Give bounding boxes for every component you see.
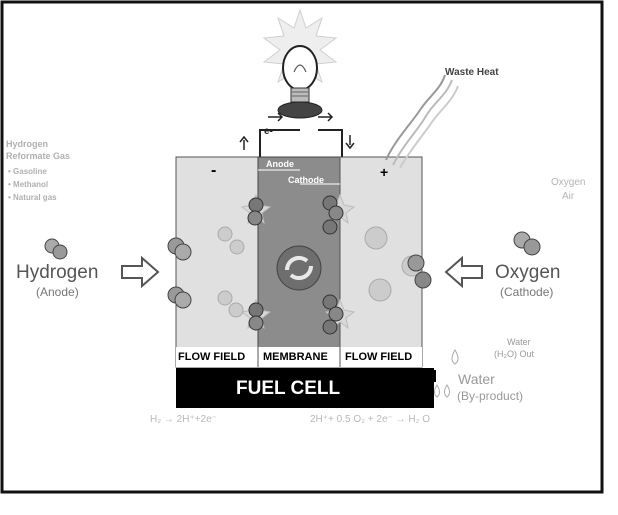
electron-flow-arrow-left (268, 112, 284, 122)
oxygen-air-line-2: Air (562, 191, 575, 202)
waste-heat-label: Waste Heat (445, 67, 499, 78)
cathode-equation: 2H⁺+ 0.5 O₂ + 2e⁻ → H₂ O (310, 414, 431, 425)
hydrogen-sublabel: (Anode) (36, 285, 79, 299)
label-band (176, 347, 422, 367)
negative-terminal-label: - (211, 162, 217, 179)
oxygen-molecule-icon (513, 231, 541, 256)
water-out-line-1: Water (507, 337, 531, 347)
current-up-arrow (239, 135, 249, 150)
cathode-oxygen-molecules-icon (322, 195, 432, 335)
light-bulb-icon (262, 8, 338, 119)
hydrogen-label: Hydrogen (16, 262, 99, 283)
anode-tag: Anode (266, 159, 294, 169)
fuel-cell-base (176, 368, 434, 408)
hydrogen-molecule-icon (44, 238, 68, 260)
reformate-title-line-1: Hydrogen (6, 139, 49, 149)
electron-label: e- (264, 126, 273, 137)
flow-field-right-label: FLOW FIELD (345, 351, 413, 363)
flow-field-left-label: FLOW FIELD (178, 351, 246, 363)
positive-terminal-label: + (380, 164, 389, 180)
oxygen-sublabel: (Cathode) (500, 285, 554, 299)
electron-flow-arrow-right (318, 112, 334, 122)
reformate-item: • Natural gas (8, 193, 57, 202)
fuel-cell-label: FUEL CELL (236, 378, 341, 399)
water-sublabel: (By-product) (457, 389, 524, 403)
reformate-item: • Methanol (8, 180, 49, 189)
recycle-icon (276, 245, 322, 291)
anode-equation: H₂ → 2H⁺+2e⁻ (150, 414, 217, 425)
circuit-wire-left (259, 129, 300, 157)
oxygen-inflow-arrow (444, 255, 483, 289)
anode-flow-field (175, 156, 259, 368)
water-drop-icon (434, 349, 459, 398)
current-down-arrow (345, 135, 355, 150)
hydrogen-inflow-arrow (121, 255, 160, 289)
waste-heat-wisps-icon (385, 74, 459, 169)
reformate-title-line-2: Reformate Gas (6, 151, 71, 161)
water-out-line-2: (H₂O) Out (494, 349, 534, 359)
reformate-item: • Gasoline (8, 167, 47, 176)
water-label: Water (458, 371, 495, 387)
oxygen-label: Oxygen (495, 262, 561, 283)
cathode-tag: Cathode (288, 175, 324, 185)
oxygen-air-line-1: Oxygen (551, 177, 586, 188)
membrane-label: MEMBRANE (263, 351, 328, 363)
circuit-wire-right (318, 129, 343, 157)
anode-hydrogen-molecules-icon (167, 197, 264, 331)
